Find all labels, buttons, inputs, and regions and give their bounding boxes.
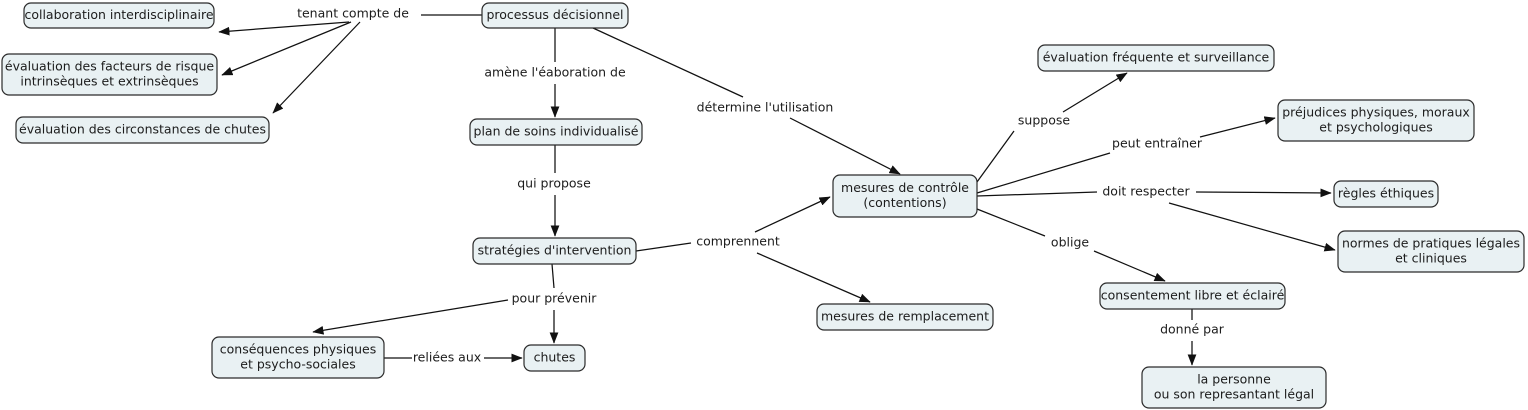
node-mesures-controle[interactable]: mesures de contrôle(contentions)	[832, 174, 978, 218]
node-box	[1141, 366, 1327, 409]
edge-mesures-to-doit	[976, 191, 1098, 197]
edge-prevenir-to-consequences	[312, 299, 509, 335]
edge-label-donne-par: donné par	[1160, 322, 1225, 337]
node-box	[469, 118, 643, 146]
node-box	[481, 2, 629, 29]
edge-label-doit-respecter: doit respecter	[1102, 184, 1190, 199]
node-consentement[interactable]: consentement libre et éclairé	[1099, 282, 1286, 310]
edge-mesures-to-oblige	[976, 208, 1046, 237]
node-chutes[interactable]: chutes	[523, 344, 586, 372]
edge-label-reliees-aux: reliées aux	[413, 350, 481, 365]
edge-strategies-to-comprennent	[635, 242, 692, 252]
edge-processus-to-determine	[592, 27, 744, 98]
node-box	[1037, 44, 1275, 72]
node-box	[211, 336, 385, 379]
edge-label-pour-prevenir: pour prévenir	[512, 291, 598, 306]
edge-comprennent-to-remplacement	[756, 252, 871, 303]
node-plan-soins[interactable]: plan de soins individualisé	[469, 118, 643, 146]
edge-label-suppose: suppose	[1018, 113, 1070, 128]
node-collaboration[interactable]: collaboration interdisciplinaire	[23, 2, 215, 29]
node-strategies-intervention[interactable]: stratégies d'intervention	[472, 237, 637, 265]
edge-mesures-to-suppose	[976, 130, 1015, 183]
node-box	[523, 344, 586, 372]
node-box	[472, 237, 637, 265]
node-box	[1337, 230, 1525, 273]
node-box	[15, 116, 270, 144]
node-box	[1099, 282, 1286, 310]
node-box	[1333, 180, 1439, 208]
edge-label-peut-entrainer: peut entraîner	[1112, 136, 1203, 151]
node-facteurs-risque[interactable]: évaluation des facteurs de risqueintrins…	[1, 53, 218, 96]
node-box	[1, 53, 218, 96]
node-box	[23, 2, 215, 29]
node-processus-decisionnel[interactable]: processus décisionnel	[481, 2, 629, 29]
edge-label-comprennent: comprennent	[696, 234, 780, 249]
edge-tenant-to-facteurs	[221, 21, 352, 76]
edge-strategies-to-prevenir	[551, 263, 555, 289]
edges-layer	[218, 14, 1336, 366]
node-circonstances-chutes[interactable]: évaluation des circonstances de chutes	[15, 116, 270, 144]
edge-label-tenant-compte-de: tenant compte de	[297, 6, 409, 21]
edge-comprennent-to-mesures	[754, 196, 831, 233]
edge-suppose-to-evaluation	[1062, 72, 1128, 113]
node-box	[832, 174, 978, 218]
edge-mesures-to-peut	[976, 152, 1111, 194]
node-evaluation-frequente[interactable]: évaluation fréquente et surveillance	[1037, 44, 1275, 72]
node-box	[1277, 99, 1475, 142]
edge-doit-to-normes	[1168, 202, 1336, 252]
edge-oblige-to-consentement	[1093, 250, 1166, 282]
edge-label-determine-utilisation: détermine l'utilisation	[697, 100, 834, 115]
edge-tenant-to-circonstances	[272, 21, 361, 114]
edge-label-oblige: oblige	[1051, 235, 1089, 250]
edge-label-amene-elaboration: amène l'éaboration de	[484, 65, 626, 80]
edge-determine-to-mesures	[789, 117, 901, 175]
edge-label-qui-propose: qui propose	[517, 176, 591, 191]
edge-tenant-to-collaboration	[218, 21, 350, 36]
node-mesures-remplacement[interactable]: mesures de remplacement	[816, 303, 994, 331]
edge-peut-to-prejudices	[1199, 116, 1276, 138]
node-regles-ethiques[interactable]: règles éthiques	[1333, 180, 1439, 208]
edge-doit-to-regles	[1195, 188, 1332, 198]
node-box	[816, 303, 994, 331]
